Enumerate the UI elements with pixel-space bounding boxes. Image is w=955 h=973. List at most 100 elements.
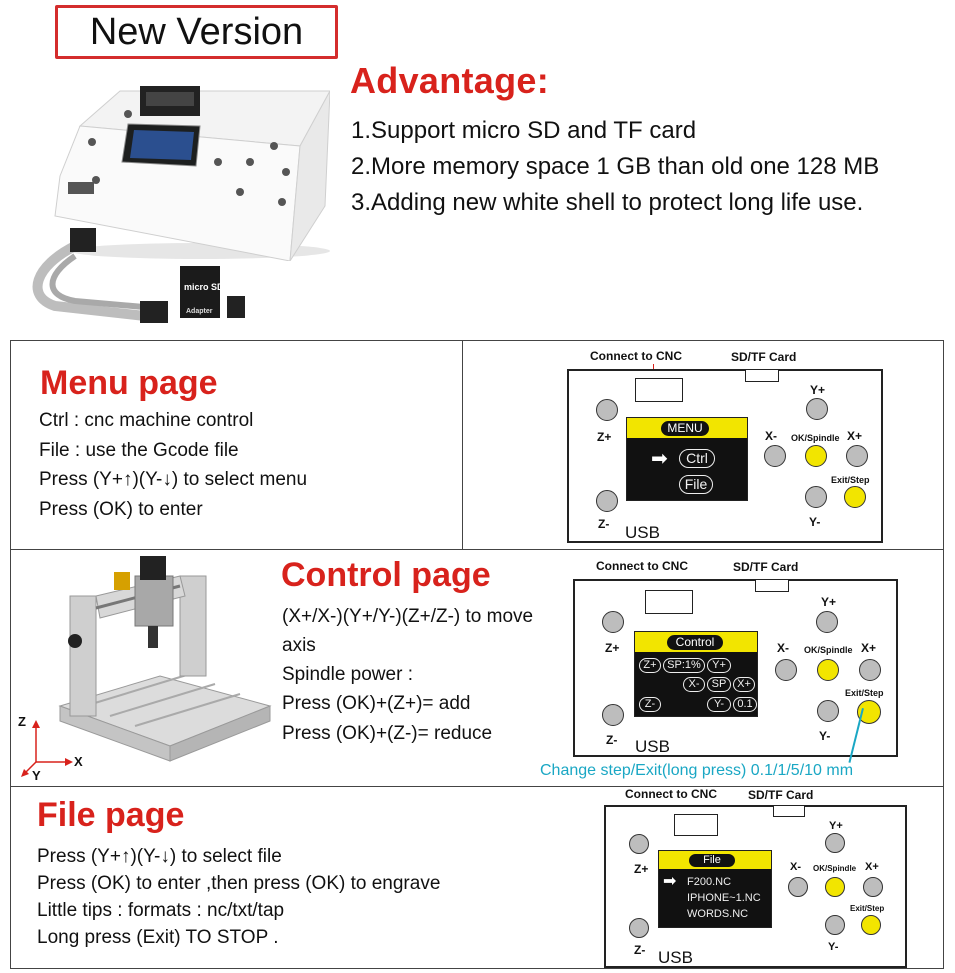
arrow-icon: ➡ [651, 448, 668, 470]
y-plus-button[interactable] [816, 611, 838, 633]
z-minus-button[interactable] [602, 704, 624, 726]
x-plus-button[interactable] [859, 659, 881, 681]
cell-spindle[interactable]: SP [707, 677, 731, 692]
control-board: Z+ Z- USB Control Z+ SP:1% Y+ X- SP X+ Z… [573, 579, 898, 757]
cnc-connector [635, 378, 683, 402]
x-minus-button[interactable] [764, 445, 786, 467]
z-plus-label: Z+ [597, 430, 612, 444]
x-minus-label: X- [777, 641, 789, 655]
cell-z-minus[interactable]: Z- [639, 697, 661, 712]
z-plus-label: Z+ [605, 641, 620, 655]
file-screen: File ➡ F200.NC IPHONE~1.NC WORDS.NC [658, 850, 772, 928]
exit-step-button[interactable] [844, 486, 866, 508]
menu-screen: MENU ➡ Ctrl File [626, 417, 748, 501]
x-plus-label: X+ [847, 429, 863, 443]
sd-slot [773, 805, 805, 817]
device-photo: micro SD Adapter [32, 86, 331, 323]
y-plus-button[interactable] [825, 833, 845, 853]
menu-panel-divider [462, 340, 463, 550]
x-plus-label: X+ [865, 861, 879, 873]
file-screen-title: File [689, 854, 735, 867]
x-minus-button[interactable] [788, 877, 808, 897]
y-minus-button[interactable] [825, 915, 845, 935]
sdcard-label: SD/TF Card [748, 788, 814, 802]
menu-line: Press (OK) to enter [39, 499, 203, 520]
z-plus-button[interactable] [629, 834, 649, 854]
x-minus-button[interactable] [775, 659, 797, 681]
ok-label: OK/Spindle [791, 433, 840, 443]
cell-x-plus[interactable]: X+ [733, 677, 755, 692]
menu-item-ctrl[interactable]: Ctrl [679, 449, 715, 468]
y-plus-button[interactable] [806, 398, 828, 420]
z-minus-button[interactable] [629, 918, 649, 938]
cell-x-minus[interactable]: X- [683, 677, 705, 692]
y-minus-button[interactable] [805, 486, 827, 508]
menu-board: Z+ Z- USB MENU ➡ Ctrl File Y+ X- OK/Spin… [567, 369, 883, 543]
z-plus-button[interactable] [596, 399, 618, 421]
adapter-label: Adapter [186, 308, 213, 315]
x-plus-button[interactable] [863, 877, 883, 897]
axis-z-label: Z [18, 714, 26, 729]
ok-spindle-button[interactable] [805, 445, 827, 467]
y-minus-button[interactable] [817, 700, 839, 722]
cell-spindle-power: SP:1% [663, 658, 705, 673]
advantage-line-2: 2.More memory space 1 GB than old one 12… [351, 153, 880, 180]
file-item[interactable]: F200.NC [687, 876, 732, 888]
z-minus-button[interactable] [596, 490, 618, 512]
exit-step-button[interactable] [857, 700, 881, 724]
control-screen: Control Z+ SP:1% Y+ X- SP X+ Z- Y- 0.1 [634, 631, 758, 717]
ok-label: OK/Spindle [804, 645, 853, 655]
usb-label: USB [658, 948, 693, 967]
advantage-line-1: 1.Support micro SD and TF card [351, 117, 697, 144]
file-item[interactable]: WORDS.NC [687, 908, 749, 920]
exit-label: Exit/Step [850, 904, 885, 913]
arrow-icon: ➡ [663, 873, 677, 890]
cell-y-minus[interactable]: Y- [707, 697, 731, 712]
advantage-line-3: 3.Adding new white shell to protect long… [351, 189, 864, 216]
cnc-machine-image [40, 556, 280, 776]
connect-label: Connect to CNC [590, 349, 682, 363]
y-minus-label: Y- [828, 941, 839, 953]
control-line: Spindle power : [282, 664, 413, 685]
ok-spindle-button[interactable] [825, 877, 845, 897]
cell-z-plus[interactable]: Z+ [639, 658, 661, 673]
file-board: Z+ Z- USB File ➡ F200.NC IPHONE~1.NC WOR… [604, 805, 907, 968]
exit-step-button[interactable] [861, 915, 881, 935]
z-plus-button[interactable] [602, 611, 624, 633]
control-line: (X+/X-)(Y+/Y-)(Z+/Z-) to move [282, 606, 534, 627]
z-minus-label: Z- [598, 517, 610, 531]
axis-y-label: Y [32, 768, 41, 783]
control-page-title: Control page [281, 556, 491, 594]
file-line: Long press (Exit) TO STOP . [37, 927, 279, 948]
z-minus-label: Z- [606, 733, 618, 747]
menu-page-title: Menu page [40, 364, 218, 402]
menu-line: Press (Y+↑)(Y-↓) to select menu [39, 469, 308, 490]
sdcard-label: SD/TF Card [731, 350, 797, 364]
axis-indicator: Z X Y [14, 712, 94, 783]
control-line: axis [282, 635, 316, 656]
sdcard-label: SD/TF Card [733, 560, 799, 574]
advantage-title: Advantage: [350, 60, 550, 101]
x-plus-button[interactable] [846, 445, 868, 467]
cell-y-plus[interactable]: Y+ [707, 658, 731, 673]
usb-label: USB [635, 737, 670, 756]
menu-line: File : use the Gcode file [39, 440, 239, 461]
cnc-connector [674, 814, 718, 836]
file-page-title: File page [37, 796, 185, 834]
ok-spindle-button[interactable] [817, 659, 839, 681]
sd-slot [745, 369, 779, 382]
menu-item-file[interactable]: File [679, 475, 713, 494]
z-minus-label: Z- [634, 943, 646, 957]
control-line: Press (OK)+(Z-)= reduce [282, 723, 493, 744]
step-note: Change step/Exit(long press) 0.1/1/5/10 … [540, 762, 854, 779]
x-minus-label: X- [765, 429, 777, 443]
exit-label: Exit/Step [845, 688, 884, 698]
menu-screen-title: MENU [661, 421, 709, 436]
control-screen-title: Control [667, 635, 723, 650]
y-minus-label: Y- [819, 729, 831, 743]
file-line: Little tips : formats : nc/txt/tap [37, 900, 285, 921]
file-item[interactable]: IPHONE~1.NC [687, 892, 761, 904]
z-plus-label: Z+ [634, 862, 649, 876]
file-line: Press (Y+↑)(Y-↓) to select file [37, 846, 282, 867]
control-line: Press (OK)+(Z+)= add [282, 693, 471, 714]
